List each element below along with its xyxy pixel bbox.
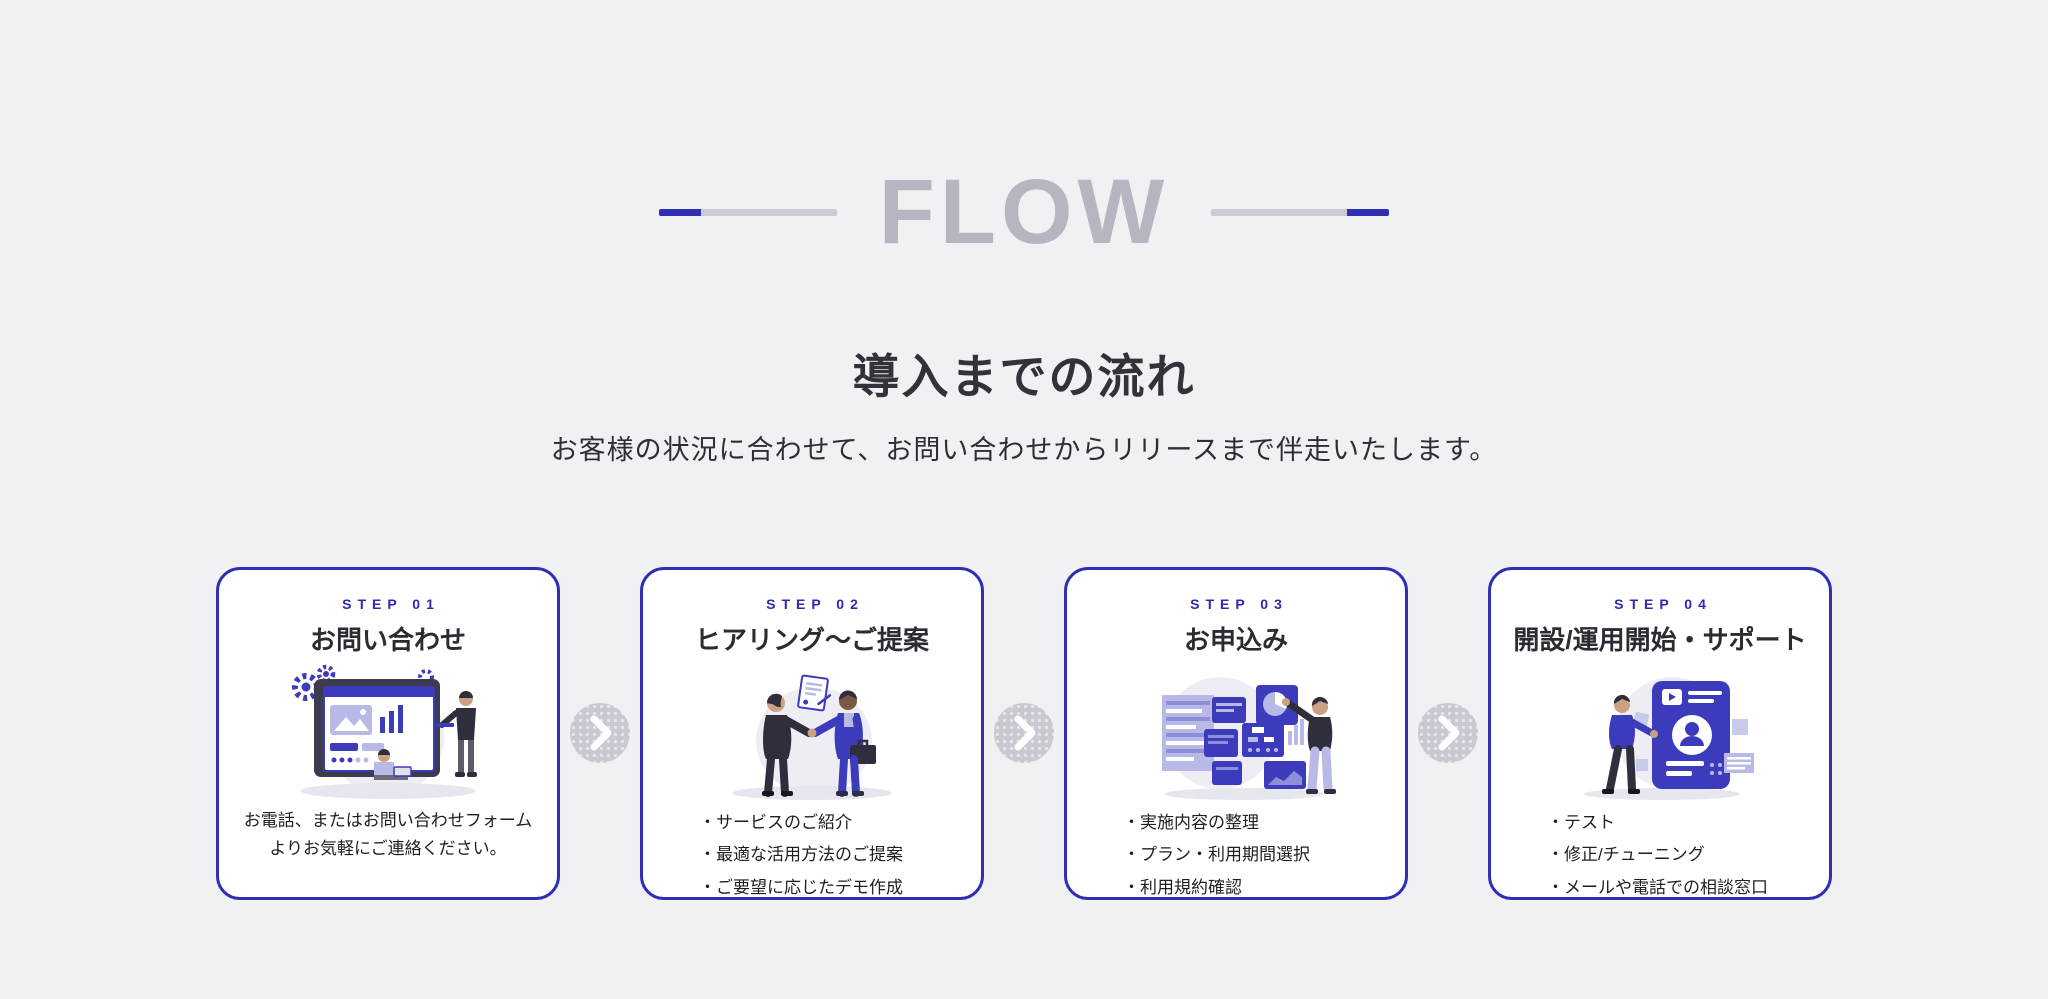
inquiry-dashboard-illustration	[219, 661, 557, 803]
step-bullet: ・最適な活用方法のご提案	[699, 845, 903, 865]
step-bullet: ・実施内容の整理	[1123, 813, 1259, 832]
step-bullet-list: ・サービスのご紹介 ・最適な活用方法のご提案 ・ご要望に応じたデモ作成	[643, 807, 981, 904]
step-bullet: ・メールや電話での相談窓口	[1547, 877, 1768, 897]
step-number-label: STEP 01	[342, 596, 440, 612]
charts-selection-illustration	[1162, 677, 1336, 800]
step-title: 開設/運用開始・サポート	[1513, 625, 1807, 655]
step-bullet: ・テスト	[1547, 813, 1615, 832]
step-number-label: STEP 03	[1190, 596, 1288, 612]
step-bullet-list: ・実施内容の整理 ・プラン・利用期間選択 ・利用規約確認	[1067, 807, 1405, 904]
flow-label: FLOW	[878, 161, 1170, 263]
inquiry-dashboard-illustration	[292, 664, 477, 799]
handshake-illustration	[643, 661, 981, 803]
flow-divider-right	[1211, 208, 1390, 216]
chevron-right-icon	[590, 715, 612, 751]
step-bullet: ・サービスのご紹介	[699, 813, 852, 832]
step-title: お申込み	[1183, 625, 1288, 655]
handshake-illustration	[732, 674, 892, 800]
phone-setup-illustration	[1491, 661, 1829, 803]
step-title: ヒアリング〜ご提案	[694, 625, 929, 655]
step-bullet-list: ・テスト ・修正/チューニング ・メールや電話での相談窓口	[1491, 807, 1829, 904]
step-number-label: STEP 04	[1614, 596, 1712, 612]
step-arrow-3	[1418, 703, 1478, 763]
step-card-1: STEP 01 お問い合わせ	[216, 567, 560, 900]
step-bullet: ・修正/チューニング	[1547, 845, 1705, 865]
step-card-3: STEP 03 お申込み	[1064, 567, 1408, 900]
step-bullet: ・利用規約確認	[1123, 877, 1242, 897]
step-card-2: STEP 02 ヒアリング〜ご提案	[640, 567, 984, 900]
flow-divider-left	[658, 208, 837, 216]
step-description-line: よりお気軽にご連絡ください。	[269, 839, 507, 859]
step-card-4: STEP 04 開設/運用開始・サポート	[1488, 567, 1832, 900]
step-arrow-1	[570, 703, 630, 763]
section-subtitle: お客様の状況に合わせて、お問い合わせからリリースまで伴走いたします。	[550, 435, 1498, 465]
step-arrow-2	[994, 703, 1054, 763]
step-bullet: ・プラン・利用期間選択	[1123, 845, 1310, 865]
phone-setup-illustration	[1584, 677, 1754, 800]
step-title: お問い合わせ	[309, 625, 466, 655]
step-description-line: お電話、またはお問い合わせフォーム	[243, 811, 533, 830]
step-number-label: STEP 02	[766, 596, 864, 612]
chevron-right-icon	[1014, 715, 1036, 751]
section-title: 導入までの流れ	[852, 350, 1196, 403]
step-bullet: ・ご要望に応じたデモ作成	[699, 877, 903, 897]
chevron-right-icon	[1438, 715, 1460, 751]
step-description: お電話、またはお問い合わせフォーム よりお気軽にご連絡ください。	[219, 807, 557, 863]
steps-row: STEP 01 お問い合わせ	[216, 567, 1832, 900]
flow-header: FLOW	[0, 166, 2048, 258]
charts-selection-illustration	[1067, 661, 1405, 803]
